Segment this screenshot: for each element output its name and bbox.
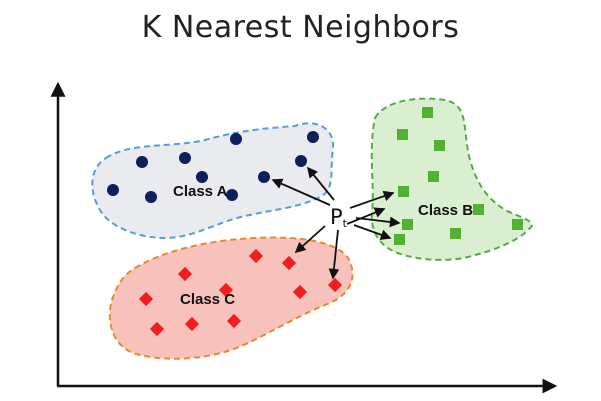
class-c-point xyxy=(226,313,242,329)
class-a-point xyxy=(145,191,157,203)
neighbor-arrow xyxy=(271,178,331,206)
neighbor-arrow xyxy=(355,216,401,228)
class-a-point xyxy=(136,156,148,168)
class-a-label: Class A xyxy=(173,183,228,200)
class-a-point xyxy=(307,131,319,143)
neighbor-arrows xyxy=(271,166,401,280)
class-c-region xyxy=(108,236,354,360)
neighbor-arrow xyxy=(349,190,395,209)
class-b-point xyxy=(398,186,409,197)
class-c-point xyxy=(292,284,308,300)
class-a-point xyxy=(230,133,242,145)
class-a-points xyxy=(107,131,319,203)
class-a-point xyxy=(196,171,208,183)
class-b-label: Class B xyxy=(418,202,473,219)
class-b-point xyxy=(422,107,433,118)
class-b-point xyxy=(473,204,484,215)
class-a-point xyxy=(107,184,119,196)
class-b-point xyxy=(434,140,445,151)
class-b-point xyxy=(450,228,461,239)
class-c-point xyxy=(177,266,193,282)
neighbor-arrow xyxy=(353,224,392,240)
class-b-point xyxy=(512,219,523,230)
class-c-point xyxy=(327,277,343,293)
class-b-points xyxy=(394,107,523,245)
class-a-point xyxy=(295,155,307,167)
neighbor-arrow xyxy=(306,166,335,201)
query-point-label: Pt xyxy=(330,205,348,230)
class-a-region xyxy=(91,122,335,240)
class-a-point xyxy=(258,171,270,183)
class-c-point xyxy=(281,255,297,271)
class-c-point xyxy=(138,291,154,307)
class-b-point xyxy=(428,171,439,182)
class-b-point xyxy=(402,219,413,230)
class-c-point xyxy=(184,316,200,332)
class-b-point xyxy=(394,234,405,245)
diagram-title: K Nearest Neighbors xyxy=(141,10,460,45)
neighbor-arrow xyxy=(328,229,340,280)
class-a-point xyxy=(226,189,238,201)
query-point-main: P xyxy=(330,205,343,229)
neighbor-arrow xyxy=(294,225,326,254)
class-c-point xyxy=(149,321,165,337)
class-c-label: Class C xyxy=(180,291,235,308)
class-b-point xyxy=(397,129,408,140)
neighbor-arrow xyxy=(346,207,386,225)
query-point-subscript: t xyxy=(343,217,348,230)
class-c-point xyxy=(218,282,234,298)
class-a-point xyxy=(179,152,191,164)
